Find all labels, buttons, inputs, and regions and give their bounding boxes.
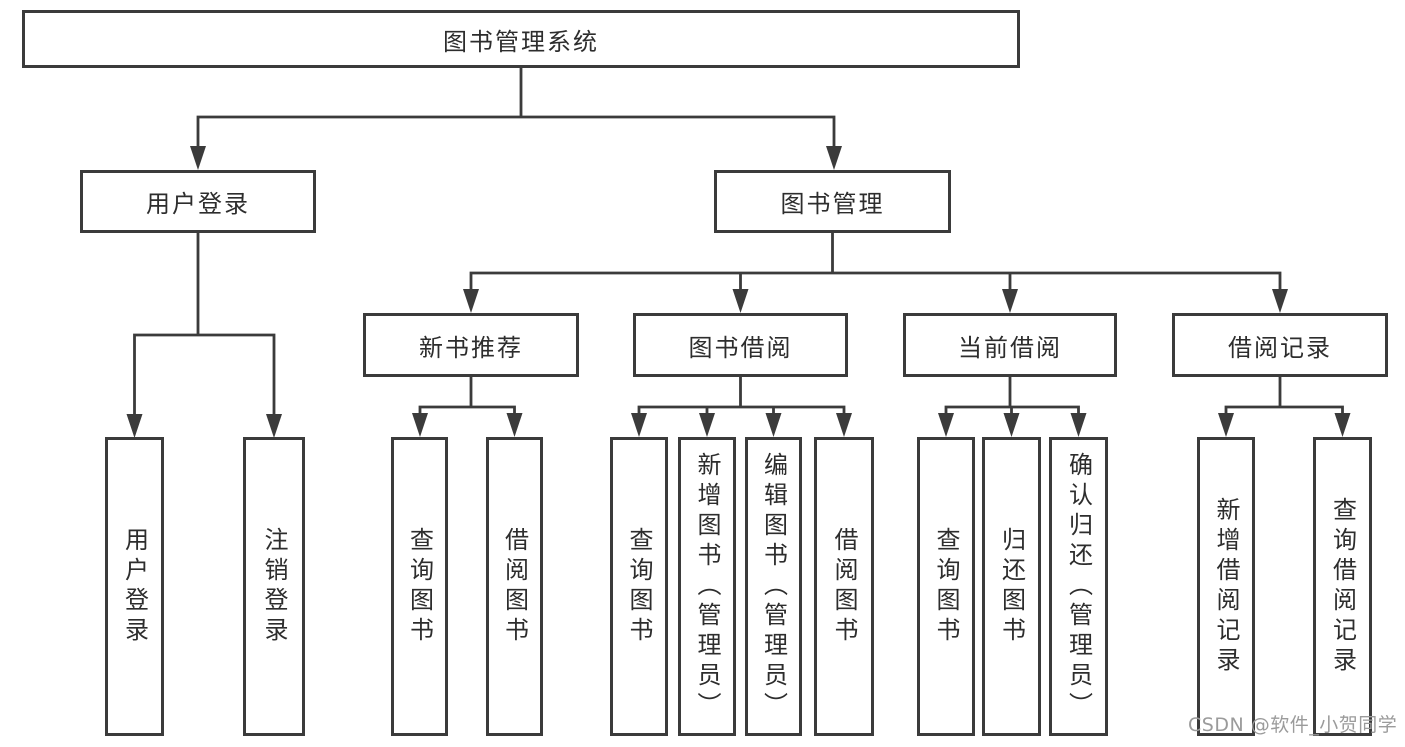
node-new-book-recommend: 新书推荐 — [363, 313, 579, 377]
node-query-books-recommend: 查询图书 — [391, 437, 448, 736]
node-label: 查询图书 — [625, 526, 653, 647]
node-label: 查询图书 — [932, 526, 960, 647]
node-return-books: 归还图书 — [982, 437, 1041, 736]
node-book-management: 图书管理 — [714, 170, 951, 233]
node-label: 编辑图书（管理员） — [759, 451, 788, 722]
node-label: 用户登录 — [120, 526, 149, 647]
node-label: 借阅图书 — [830, 526, 858, 647]
node-borrowing-records: 借阅记录 — [1172, 313, 1388, 377]
node-borrow-books-borrowing: 借阅图书 — [814, 437, 874, 736]
node-query-books-current: 查询图书 — [917, 437, 975, 736]
node-label: 查询借阅记录 — [1328, 496, 1357, 677]
node-label: 确认归还（管理员） — [1064, 451, 1093, 722]
node-query-borrow-record: 查询借阅记录 — [1313, 437, 1372, 736]
node-label: 注销登录 — [260, 526, 288, 647]
node-label: 新增借阅记录 — [1212, 496, 1240, 677]
node-label: 查询图书 — [405, 526, 434, 647]
node-label: 归还图书 — [997, 526, 1026, 647]
node-user-login-leaf: 用户登录 — [105, 437, 164, 736]
node-add-books-admin: 新增图书（管理员） — [678, 437, 736, 736]
node-edit-books-admin: 编辑图书（管理员） — [745, 437, 802, 736]
node-label: 新增图书（管理员） — [693, 451, 721, 722]
node-add-borrow-record: 新增借阅记录 — [1197, 437, 1255, 736]
node-user-login: 用户登录 — [80, 170, 316, 233]
node-confirm-return-admin: 确认归还（管理员） — [1049, 437, 1108, 736]
node-logout-leaf: 注销登录 — [243, 437, 305, 736]
node-borrow-books-recommend: 借阅图书 — [486, 437, 543, 736]
watermark: CSDN @软件_小贺同学 — [1188, 714, 1398, 736]
node-root: 图书管理系统 — [22, 10, 1020, 68]
node-query-books-borrowing: 查询图书 — [610, 437, 668, 736]
node-label: 借阅图书 — [500, 526, 529, 647]
node-current-borrowing: 当前借阅 — [903, 313, 1117, 377]
node-book-borrowing: 图书借阅 — [633, 313, 848, 377]
